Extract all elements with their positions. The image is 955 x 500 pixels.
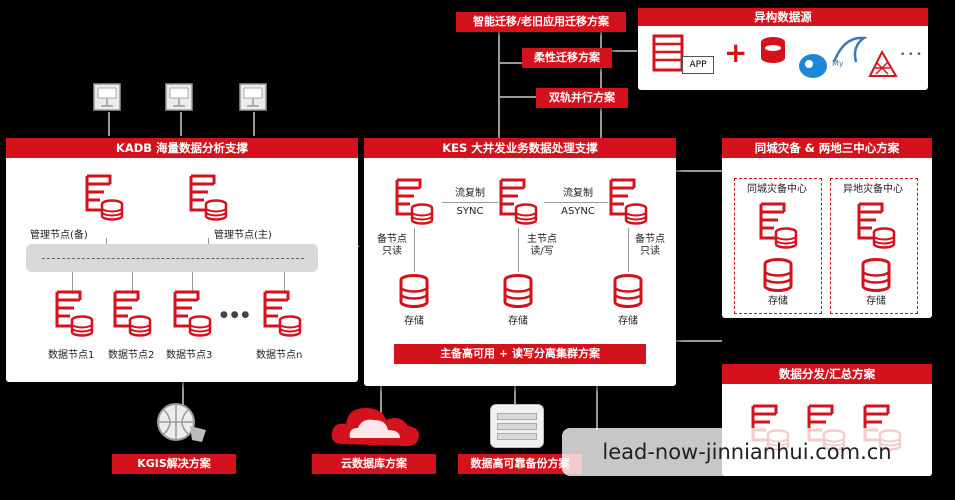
- connector-line: [208, 238, 209, 248]
- cluster-solution-tag: 主备高可用 + 读写分离集群方案: [394, 344, 646, 364]
- connector-line: [596, 384, 598, 430]
- hetero-datasource-panel: 异构数据源 APP + My • • •: [638, 8, 928, 90]
- connector-line: [514, 384, 516, 410]
- svg-text:My: My: [832, 59, 844, 68]
- migration-tag: 智能迁移/老旧应用迁移方案: [456, 12, 626, 32]
- sync-label-bottom: SYNC: [456, 206, 484, 217]
- site-watermark: lead-now-jinnianhui.com.cn: [562, 428, 932, 476]
- etl-label: ETL: [341, 240, 360, 250]
- standby-left-label: 备节点只读: [377, 234, 407, 257]
- local-dr-center: [734, 178, 822, 314]
- data-node-label: 数据节点n: [256, 350, 303, 361]
- connector-line: [676, 340, 722, 342]
- standby-node-left-icon: [394, 178, 434, 226]
- async-label-top: 流复制: [563, 188, 593, 199]
- connector-line: [380, 384, 382, 416]
- oracle-db-icon: [761, 37, 785, 63]
- kes-panel: KES 大并发业务数据处理支撑 流复制 SYNC 流复制 ASYNC 备节点只读…: [364, 138, 676, 386]
- cloud-icon: [331, 408, 419, 446]
- storage-label: 存储: [618, 316, 638, 327]
- mysql-icon: My: [832, 36, 868, 68]
- data-node-icon: [54, 290, 94, 338]
- connector-line: [253, 112, 255, 136]
- connector-line: [284, 272, 285, 294]
- main-node-label: 主节点读/写: [527, 234, 557, 257]
- sqlserver-icon: [868, 49, 898, 77]
- kgis-solution-tag: KGIS解决方案: [112, 454, 236, 474]
- async-line: [544, 202, 608, 203]
- storage-label: 存储: [866, 296, 886, 307]
- connector-line: [106, 238, 107, 248]
- monitor-icon: [164, 82, 194, 112]
- remote-dr-center: [830, 178, 918, 314]
- connector-line: [414, 228, 415, 272]
- connector-line: [605, 50, 637, 52]
- cloud-db-solution-tag: 云数据库方案: [312, 454, 436, 474]
- disaster-recovery-panel: 同城灾备 & 两地三中心方案 同城灾备中心 异地灾备中心 存储 存储: [722, 138, 932, 318]
- sync-label-top: 流复制: [455, 188, 485, 199]
- connector-line: [132, 272, 133, 294]
- panel-title: KADB 海量数据分析支撑: [6, 138, 358, 158]
- dr-storage-icon: [860, 258, 892, 292]
- flexible-migration-tag: 柔性迁移方案: [522, 48, 612, 68]
- data-node-label: 数据节点3: [166, 350, 213, 361]
- postgres-icon: [799, 54, 827, 78]
- monitor-icon: [92, 82, 122, 112]
- more-ellipsis: • • •: [900, 50, 922, 60]
- connector-line: [182, 380, 184, 416]
- data-node-icon: [262, 290, 302, 338]
- mgmt-node-main-icon: [188, 174, 228, 222]
- connector-line: [600, 18, 602, 138]
- dr-server-icon: [856, 202, 896, 250]
- storage-label: 存储: [404, 316, 424, 327]
- main-node-icon: [498, 178, 538, 226]
- monitor-icon: [238, 82, 268, 112]
- connector-line: [192, 272, 193, 294]
- bus-line: [42, 258, 304, 259]
- kadb-panel: KADB 海量数据分析支撑 管理节点(备) 管理节点(主) ● ● ● 数据节点…: [6, 138, 358, 382]
- plus-icon: +: [724, 36, 748, 69]
- local-dr-label: 同城灾备中心: [747, 184, 807, 195]
- remote-dr-label: 异地灾备中心: [843, 184, 903, 195]
- mgmt-node-backup-icon: [84, 174, 124, 222]
- data-node-label: 数据节点1: [48, 350, 95, 361]
- connector-line: [498, 62, 522, 64]
- standby-node-right-icon: [608, 178, 648, 226]
- panel-title: 异构数据源: [638, 8, 928, 26]
- panel-title: KES 大并发业务数据处理支撑: [364, 138, 676, 158]
- storage-db-icon: [612, 274, 644, 308]
- panel-title: 同城灾备 & 两地三中心方案: [722, 138, 932, 158]
- connector-line: [518, 228, 519, 272]
- mgmt-main-label: 管理节点(主): [214, 230, 272, 241]
- data-node-icon: [112, 290, 152, 338]
- async-label-bottom: ASYNC: [561, 206, 595, 217]
- sync-line: [442, 202, 498, 203]
- server-icon: [652, 34, 684, 72]
- mgmt-backup-label: 管理节点(备): [30, 230, 88, 241]
- data-node-icon: [172, 290, 212, 338]
- connector-line: [72, 272, 73, 294]
- connector-line: [498, 18, 500, 138]
- globe-icon: [157, 403, 206, 442]
- data-node-label: 数据节点2: [108, 350, 155, 361]
- connector-line: [108, 112, 110, 136]
- backup-appliance-icon: [490, 404, 544, 448]
- dr-storage-icon: [762, 258, 794, 292]
- panel-title: 数据分发/汇总方案: [722, 364, 932, 384]
- storage-label: 存储: [508, 316, 528, 327]
- connector-line: [676, 170, 722, 172]
- backup-solution-tag: 数据高可靠备份方案: [458, 454, 582, 474]
- storage-db-icon: [398, 274, 430, 308]
- more-nodes-dots: ● ● ●: [220, 310, 250, 320]
- storage-db-icon: [502, 274, 534, 308]
- standby-right-label: 备节点只读: [635, 234, 665, 257]
- connector-line: [498, 96, 536, 98]
- connector-line: [180, 112, 182, 136]
- dr-server-icon: [758, 202, 798, 250]
- storage-label: 存储: [768, 296, 788, 307]
- app-label: APP: [682, 56, 714, 74]
- connector-line: [628, 228, 629, 272]
- dual-track-tag: 双轨并行方案: [536, 88, 628, 108]
